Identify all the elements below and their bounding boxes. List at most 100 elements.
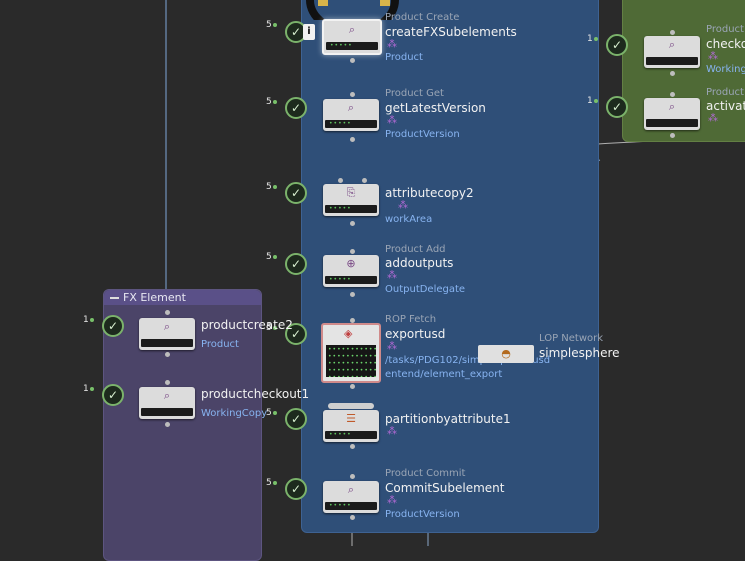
- work-item-dots: •••••: [330, 42, 353, 49]
- output-connector[interactable]: [350, 444, 355, 449]
- node-sub-2: entend/element_export: [385, 369, 503, 380]
- item-count: 5: [266, 408, 272, 418]
- input-connector[interactable]: [338, 178, 343, 183]
- node-name[interactable]: createFXSubelements: [385, 25, 517, 39]
- node-bracket: [328, 403, 374, 409]
- node-sub: Product: [201, 339, 239, 350]
- output-connector[interactable]: [350, 221, 355, 226]
- node-name[interactable]: getLatestVersion: [385, 101, 486, 115]
- output-connector[interactable]: [350, 58, 355, 63]
- item-count: 1: [83, 315, 89, 325]
- node-sub: WorkingCopy: [201, 408, 268, 419]
- node-tile[interactable]: ⎘ •••••: [323, 184, 379, 216]
- checkmark-icon[interactable]: ✓: [285, 21, 307, 43]
- output-connector[interactable]: [670, 71, 675, 76]
- node-flag-icon: ⁂: [387, 426, 397, 437]
- magnifier-icon: ⌕: [668, 100, 676, 113]
- checkmark-icon[interactable]: ✓: [285, 182, 307, 204]
- add-icon: ⊕: [346, 257, 356, 270]
- input-connector[interactable]: [350, 92, 355, 97]
- node-sub: ProductVersion: [385, 509, 460, 520]
- node-sub: /tasks/PDG102/simplesphere.usd: [385, 355, 551, 366]
- sphere-icon[interactable]: ◓: [478, 345, 534, 363]
- node-flag-icon: ⁂: [387, 39, 397, 50]
- magnifier-icon: ⌕: [348, 23, 356, 36]
- node-flag-icon: ⁂: [708, 51, 718, 62]
- checkmark-icon[interactable]: ✓: [285, 323, 307, 345]
- collapse-icon[interactable]: [110, 297, 119, 299]
- checkmark-icon[interactable]: ✓: [285, 408, 307, 430]
- node-name[interactable]: simplesphere: [539, 346, 620, 360]
- item-count: 5: [266, 323, 272, 333]
- item-count: 1: [587, 34, 593, 44]
- checkmark-icon[interactable]: ✓: [285, 97, 307, 119]
- node-name[interactable]: CommitSubelement: [385, 481, 505, 495]
- info-icon[interactable]: i: [303, 24, 315, 40]
- node-category: Product Commit: [385, 468, 466, 479]
- checkmark-icon[interactable]: ✓: [606, 96, 628, 118]
- node-tile[interactable]: ⌕: [139, 318, 195, 350]
- output-connector[interactable]: [350, 384, 355, 389]
- node-name[interactable]: productcreate2: [201, 318, 293, 332]
- work-item-dots: •••••: [329, 431, 352, 438]
- node-sub: OutputDelegate: [385, 284, 466, 295]
- node-category: Product Get: [385, 88, 444, 99]
- checkmark-icon[interactable]: ✓: [285, 478, 307, 500]
- node-tile[interactable]: ⌕: [644, 98, 700, 130]
- checkmark-icon[interactable]: ✓: [285, 253, 307, 275]
- node-name[interactable]: addoutputs: [385, 256, 454, 270]
- input-connector[interactable]: [350, 249, 355, 254]
- output-connector[interactable]: [670, 133, 675, 138]
- item-count: 5: [266, 182, 272, 192]
- node-sub: Working: [706, 64, 745, 75]
- output-connector[interactable]: [165, 422, 170, 427]
- node-sub: Product: [385, 52, 423, 63]
- node-category: Product: [706, 87, 744, 98]
- input-connector[interactable]: [165, 380, 170, 385]
- output-connector[interactable]: [165, 352, 170, 357]
- output-connector[interactable]: [350, 137, 355, 142]
- input-connector[interactable]: [670, 30, 675, 35]
- magnifier-icon: ⌕: [347, 483, 355, 496]
- node-tile[interactable]: ⌕ •••••: [322, 19, 382, 55]
- node-tile[interactable]: ⌕ •••••: [323, 481, 379, 513]
- node-tile[interactable]: ⊕ •••••: [323, 255, 379, 287]
- input-connector[interactable]: [670, 92, 675, 97]
- node-flag-icon: ⁂: [387, 341, 397, 352]
- node-name[interactable]: attributecopy2: [385, 186, 474, 200]
- fx-element-header[interactable]: FX Element: [104, 290, 261, 305]
- output-connector[interactable]: [350, 292, 355, 297]
- node-name[interactable]: productcheckout1: [201, 387, 310, 401]
- output-connector[interactable]: [350, 515, 355, 520]
- input-connector[interactable]: [165, 310, 170, 315]
- fx-element-title: FX Element: [123, 291, 186, 304]
- node-tile[interactable]: ⌕ •••••: [323, 99, 379, 131]
- node-name[interactable]: activate: [706, 99, 745, 113]
- node-name[interactable]: partitionbyattribute1: [385, 412, 511, 426]
- node-flag-icon: ⁂: [387, 270, 397, 281]
- input-connector[interactable]: [362, 178, 367, 183]
- node-name[interactable]: exportusd: [385, 327, 446, 341]
- input-connector[interactable]: [350, 474, 355, 479]
- node-category: LOP Network: [539, 333, 604, 344]
- node-category: Product: [706, 24, 744, 35]
- checkmark-icon[interactable]: ✓: [102, 315, 124, 337]
- node-tile-expanded[interactable]: ◈ ••••••••••••• ••••••••••••• ••••••••••…: [321, 323, 381, 383]
- node-category: ROP Fetch: [385, 314, 437, 325]
- checkmark-icon[interactable]: ✓: [606, 34, 628, 56]
- node-tile[interactable]: ☰ •••••: [323, 410, 379, 442]
- checkmark-icon[interactable]: ✓: [102, 384, 124, 406]
- item-count: 1: [83, 384, 89, 394]
- input-connector[interactable]: [350, 318, 355, 323]
- item-count: 1: [587, 96, 593, 106]
- item-count: 5: [266, 478, 272, 488]
- node-category: Product Create: [385, 12, 460, 23]
- node-sub: workArea: [385, 214, 433, 225]
- node-tile[interactable]: ⌕: [644, 36, 700, 68]
- node-tile[interactable]: ⌕: [139, 387, 195, 419]
- node-name[interactable]: checko: [706, 37, 745, 51]
- node-category: Product Add: [385, 244, 446, 255]
- node-flag-icon: ⁂: [387, 495, 397, 506]
- partition-icon: ☰: [346, 412, 356, 425]
